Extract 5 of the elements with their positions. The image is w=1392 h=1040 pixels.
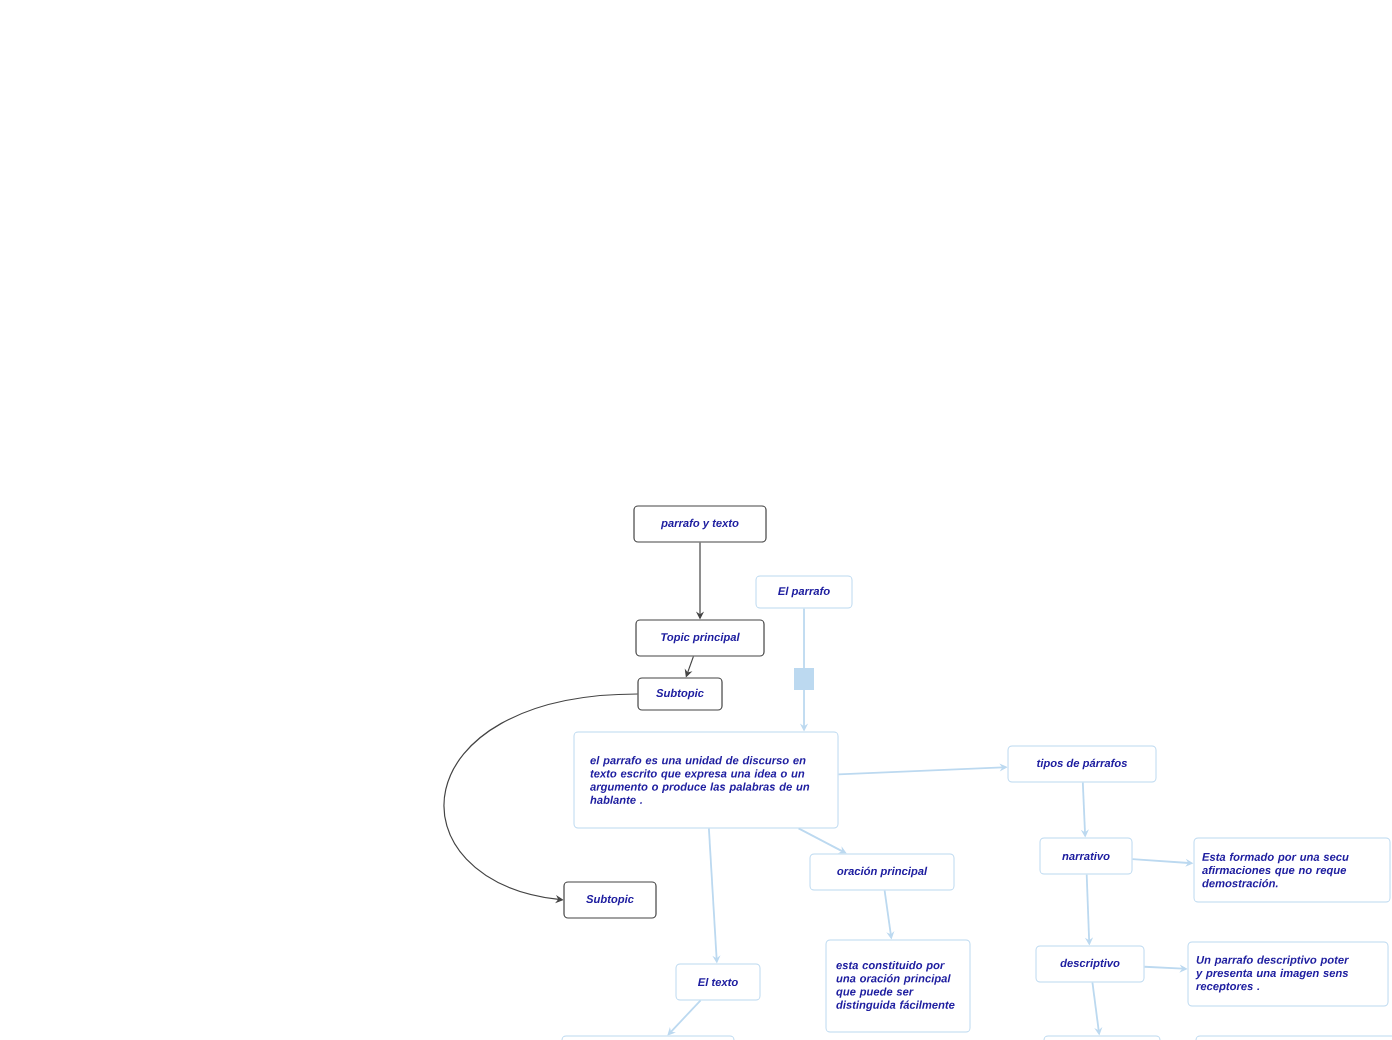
arrow <box>667 999 702 1036</box>
empty-box <box>1043 1035 1161 1040</box>
empty-box <box>1195 1035 1392 1040</box>
arrow <box>797 827 847 854</box>
empty-box <box>561 1035 735 1040</box>
